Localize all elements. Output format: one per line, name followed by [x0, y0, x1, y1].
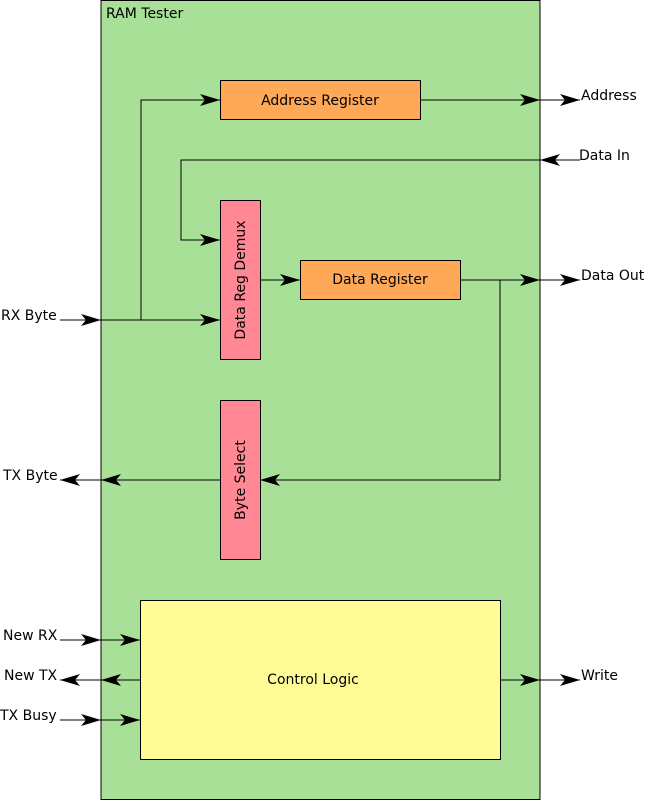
port-address-label: Address [581, 88, 637, 104]
wires [60, 94, 580, 726]
byte-select-label: Byte Select [233, 440, 249, 520]
wire-data-in-to-demux [180, 159, 540, 246]
module-title: RAM Tester [106, 6, 183, 22]
byte-select-block: Byte Select [220, 400, 261, 560]
port-data-in-label: Data In [579, 148, 630, 164]
port-new-tx-label: New TX [4, 668, 58, 684]
port-rx-byte-label: RX Byte [1, 308, 57, 324]
port-tx-byte-label: TX Byte [2, 468, 58, 484]
port-data-out-label: Data Out [581, 268, 645, 284]
port-new-rx-label: New RX [3, 628, 58, 644]
port-tx-busy-label: TX Busy [0, 708, 57, 724]
port-write-label: Write [581, 668, 618, 684]
control-logic-block: Control Logic [140, 600, 501, 760]
data-register-label: Data Register [332, 272, 428, 288]
data-register-block: Data Register [300, 260, 461, 300]
address-register-block: Address Register [220, 80, 421, 120]
wire-rx-to-address-register [140, 94, 220, 320]
data-reg-demux-block: Data Reg Demux [220, 200, 261, 360]
control-logic-label: Control Logic [267, 672, 359, 688]
wire-data-register-to-byte-select [260, 279, 501, 486]
data-reg-demux-label: Data Reg Demux [233, 220, 249, 339]
address-register-label: Address Register [261, 93, 379, 109]
